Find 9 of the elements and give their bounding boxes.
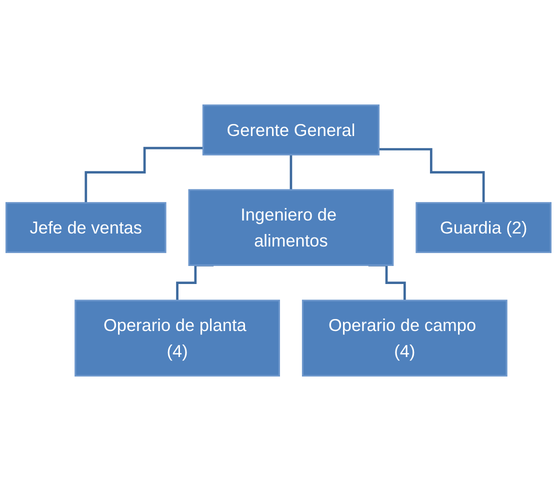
- connector: [290, 153, 292, 192]
- node-box: Operario de campo (4): [302, 300, 508, 377]
- node-box: Jefe de ventas: [5, 202, 166, 254]
- connector: [84, 146, 204, 204]
- connector: [378, 148, 485, 204]
- node-box: Gerente General: [202, 104, 380, 156]
- node-box: Guardia (2): [416, 202, 552, 254]
- node-box: Operario de planta (4): [74, 300, 280, 377]
- node-box: Ingeniero de alimentos: [188, 189, 394, 266]
